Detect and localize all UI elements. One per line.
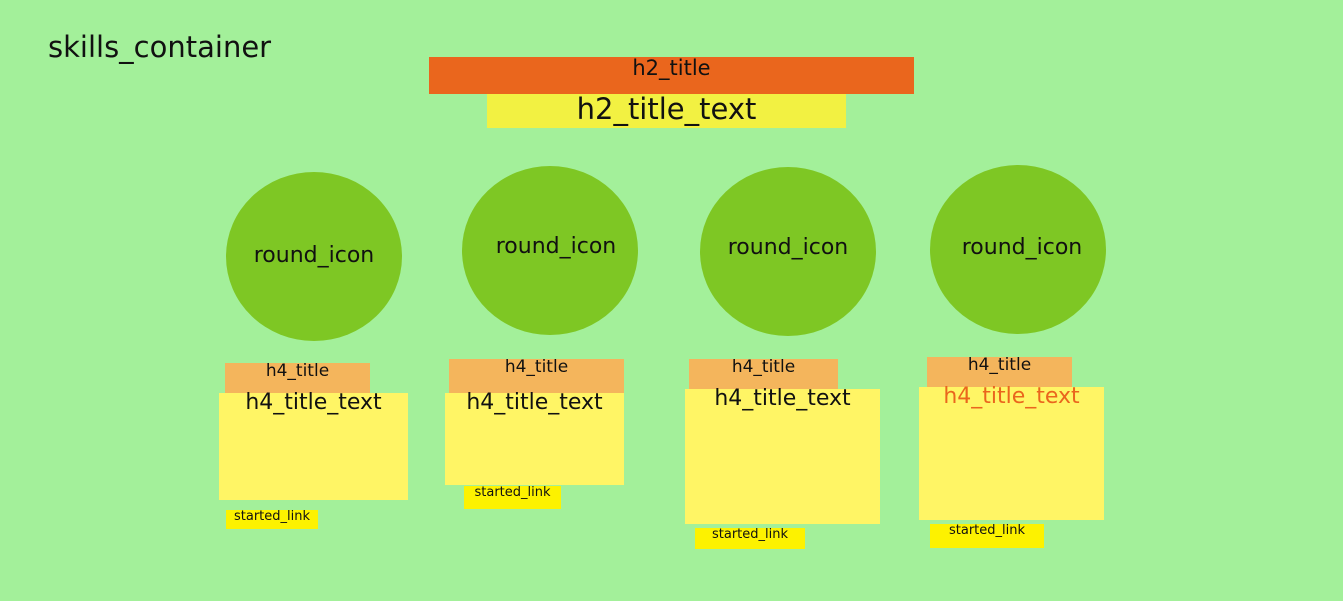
- h4-title-text: h4_title_text: [219, 392, 408, 500]
- h4-title-text: h4_title_text: [919, 386, 1104, 520]
- round-icon: round_icon: [226, 172, 402, 341]
- h4-title-text: h4_title_text: [685, 388, 880, 524]
- h4-title: h4_title: [449, 359, 624, 393]
- round-icon: round_icon: [930, 165, 1106, 334]
- round-icon-label: round_icon: [253, 243, 375, 268]
- skills-container-label: skills_container: [48, 30, 272, 64]
- round-icon: round_icon: [462, 166, 638, 335]
- started-link[interactable]: started_link: [930, 524, 1044, 548]
- round-icon-label: round_icon: [961, 235, 1083, 260]
- round-icon: round_icon: [700, 167, 876, 336]
- h4-title: h4_title: [927, 357, 1072, 387]
- h4-title-text: h4_title_text: [445, 392, 624, 485]
- h4-title: h4_title: [689, 359, 838, 389]
- h2-title-text: h2_title_text: [487, 94, 846, 128]
- h2-title: h2_title: [429, 57, 914, 94]
- started-link[interactable]: started_link: [695, 528, 805, 549]
- round-icon-label: round_icon: [727, 235, 849, 260]
- h4-title: h4_title: [225, 363, 370, 393]
- round-icon-label: round_icon: [495, 234, 617, 259]
- started-link[interactable]: started_link: [226, 510, 318, 529]
- started-link[interactable]: started_link: [464, 486, 561, 509]
